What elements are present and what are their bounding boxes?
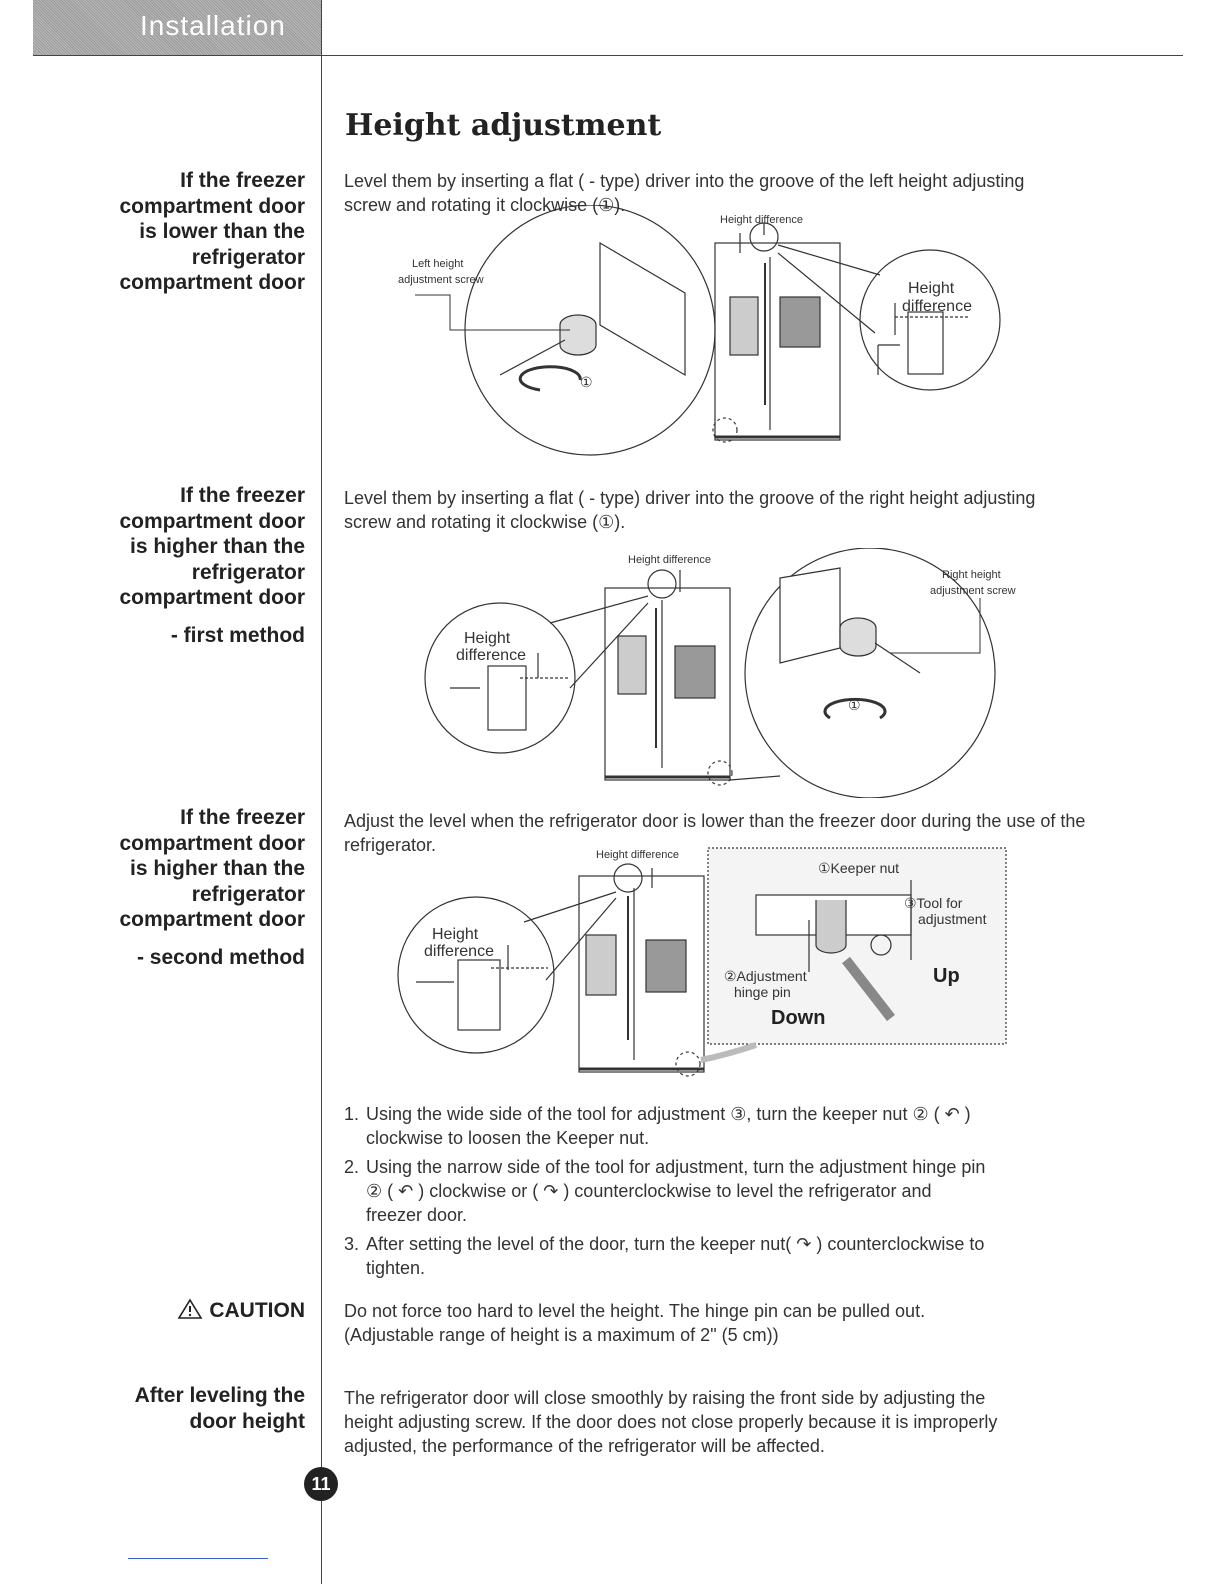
fig3-tool-2: adjustment [918,911,987,927]
column-divider [321,0,322,1584]
fig1-inset-label-2: difference [902,298,972,315]
fig2-inset-label-2: difference [456,647,526,664]
warning-icon [177,1298,203,1319]
fig3-keeper-nut: ①Keeper nut [818,860,899,876]
fig1-step-marker: ① [580,374,593,390]
figure-hinge-pin: Height difference Height difference ①Kee… [397,847,1007,1077]
fig2-screw-label-2: adjustment screw [930,585,1016,597]
fig2-inset-label-1: Height [464,630,511,647]
section3-method: - second method [136,945,305,969]
footer-line [128,1558,268,1559]
fig3-inset-label-1: Height [432,926,479,943]
list-item: 1. Using the wide side of the tool for a… [344,1104,971,1148]
fig3-hinge-2: hinge pin [734,984,791,1000]
fig2-screw-label-1: Right height [942,569,1001,581]
page-title: Height adjustment [345,108,662,143]
fig3-height-diff-top: Height difference [596,849,679,861]
fig3-down-label: Down [771,1007,825,1029]
after-text: The refrigerator door will close smoothl… [344,1388,998,1456]
section-tab-label: Installation [140,10,286,41]
caution-label: CAUTION [177,1298,305,1323]
fig1-screw-label-2: adjustment screw [398,274,484,286]
fig1-height-diff-top: Height difference [720,214,803,226]
section3-text: Adjust the level when the refrigerator d… [344,811,1086,855]
page-number: 11 [304,1467,338,1501]
list-item: 3. After setting the level of the door, … [344,1234,985,1278]
fig3-up-label: Up [933,965,960,987]
fig3-inset-label-2: difference [424,943,494,960]
section1-side-label: If the freezer compartment door is lower… [119,169,305,294]
figure-left-screw: Height difference Left height adjustment… [398,205,1001,456]
section3-side-label: If the freezer compartment door is highe… [65,805,305,970]
steps-list: 1. Using the wide side of the tool for a… [344,1102,1104,1285]
section-tab [33,0,321,56]
fig2-step-marker: ① [848,697,861,713]
fig1-screw-label-1: Left height [412,258,463,270]
figure-right-screw: Height difference Right height adjustmen… [424,548,1016,798]
header-rule [33,55,1183,56]
fig1-inset-label-1: Height [908,280,955,297]
section2-text: Level them by inserting a flat ( - type)… [344,488,1036,532]
list-item: 2. Using the narrow side of the tool for… [344,1157,986,1225]
caution-text: Do not force too hard to level the heigh… [344,1301,926,1345]
fig2-height-diff-top: Height difference [628,554,711,566]
fig3-tool-1: ③Tool for [904,895,963,911]
fig3-hinge-1: ②Adjustment [724,968,807,984]
section2-side-label: If the freezer compartment door is highe… [65,483,305,648]
after-side-label: After leveling the door height [134,1384,305,1433]
section2-method: - first method [170,623,305,647]
